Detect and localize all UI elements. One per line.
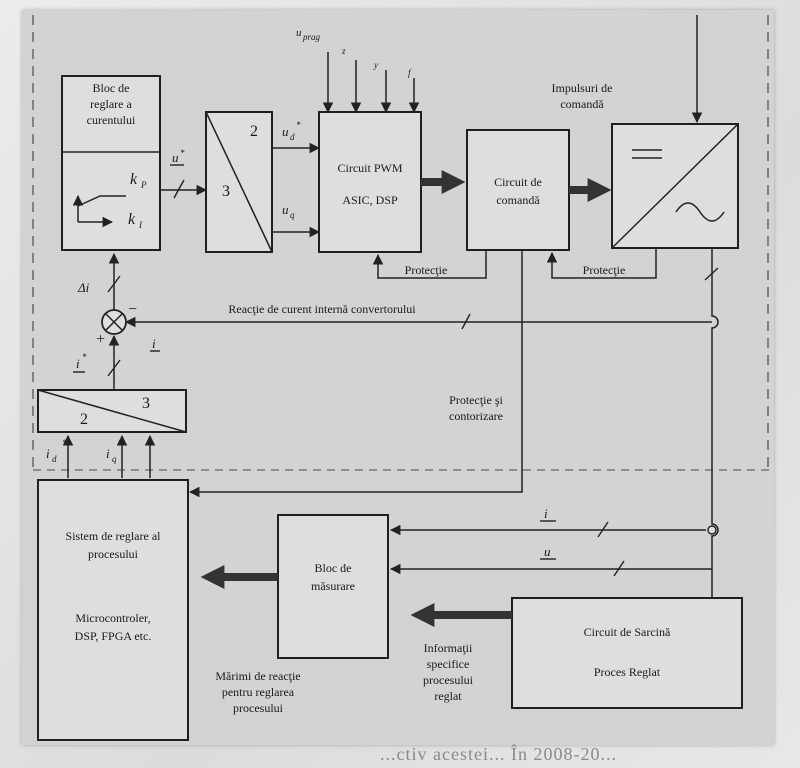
i-star-superscript: * — [82, 352, 87, 362]
feedback-bus-tick — [461, 313, 471, 330]
protection-contour-label-1: Protecţie şi — [449, 393, 503, 407]
id-superscript: * — [62, 438, 67, 448]
delta-i-symbol: Δi — [77, 280, 90, 295]
measured-voltage-bus-tick — [613, 560, 625, 577]
pwm-input-1-subscript: prag — [302, 32, 321, 42]
measured-u-symbol: u — [544, 544, 551, 559]
power-converter-block — [611, 123, 739, 249]
pwm-circuit-block: Circuit PWM ASIC, DSP — [318, 111, 422, 253]
ud-subscript: d — [290, 132, 295, 142]
process-info-label-1: Informaţii — [424, 641, 473, 655]
transform-2-to-3-block: 2 3 — [37, 389, 187, 433]
feedback-label: Reacţie de curent internă convertorului — [228, 302, 416, 316]
converter-output-line — [711, 248, 719, 598]
measured-i-symbol: i — [544, 506, 548, 521]
process-feedback-label-2: pentru reglarea — [222, 685, 295, 699]
pwm-input-3-symbol: y — [373, 60, 378, 70]
output-bus-tick — [704, 267, 719, 281]
pwm-line-2: ASIC, DSP — [342, 193, 398, 207]
gain-kp-symbol: k — [130, 171, 138, 188]
process-info-label-3: procesului — [423, 673, 474, 687]
id-symbol: i — [46, 446, 50, 461]
summing-junction — [101, 309, 127, 335]
pwm-input-1-symbol: u — [296, 27, 302, 39]
i-feedback-symbol: i — [152, 336, 156, 351]
protection-to-command-line — [546, 248, 657, 279]
transform-top-label-a: 2 — [250, 123, 258, 140]
gain-ki-subscript: I — [138, 220, 143, 230]
process-system-line-1: Sistem de reglare al — [66, 529, 162, 543]
iq-superscript: * — [118, 438, 123, 448]
iq-symbol: i — [106, 446, 110, 461]
ud-superscript: * — [296, 120, 301, 130]
iq-subscript: q — [112, 454, 117, 464]
protection-to-pwm-line — [372, 250, 487, 279]
process-info-label-2: specifice — [427, 657, 470, 671]
plus-sign: + — [96, 331, 105, 348]
u-star-superscript: * — [180, 148, 185, 158]
page-caption-fragment: ...ctiv acestei... În 2008-20... — [380, 744, 617, 764]
gain-kp-subscript: P — [140, 180, 147, 190]
process-feedback-label-1: Mărimi de reacţie — [215, 669, 300, 683]
gain-ki-symbol: k — [128, 211, 136, 228]
u-star-bus-tick — [173, 179, 185, 199]
ud-symbol: u — [282, 124, 289, 139]
pwm-input-2-symbol: z — [341, 46, 346, 56]
pulses-label-2: comandă — [560, 97, 604, 111]
id-subscript: d — [52, 454, 57, 464]
transform-bottom-label-b: 3 — [142, 395, 150, 412]
protection-contour-label-2: contorizare — [449, 409, 503, 423]
command-circuit-block: Circuit de comandă — [466, 129, 570, 251]
measured-current-bus-tick — [597, 521, 609, 538]
current-controller-block: Bloc de reglare a curentului k P k I — [61, 75, 161, 251]
measure-line-2: măsurare — [311, 579, 355, 593]
uq-subscript: q — [290, 210, 295, 220]
current-tap-node — [707, 525, 717, 535]
error-bus-tick — [107, 275, 121, 293]
process-system-line-2: procesului — [88, 547, 139, 561]
process-control-system-block: Sistem de reglare al procesului Microcon… — [37, 479, 189, 741]
pwm-input-4-symbol: f — [408, 68, 412, 78]
current-controller-line-2: reglare a — [90, 97, 132, 111]
minus-sign: − — [128, 301, 137, 318]
command-line-1: Circuit de — [494, 175, 542, 189]
process-feedback-label-3: procesului — [233, 701, 284, 715]
transform-bottom-label-a: 2 — [80, 411, 88, 428]
u-star-symbol: u — [172, 150, 179, 165]
load-circuit-block: Circuit de Sarcină Proces Reglat — [511, 597, 743, 709]
transform-3-to-2-block: 2 3 — [205, 111, 273, 253]
i-star-symbol: i — [76, 356, 80, 371]
measure-line-1: Bloc de — [315, 561, 352, 575]
current-controller-line-1: Bloc de — [93, 81, 130, 95]
process-system-line-4: DSP, FPGA etc. — [75, 629, 152, 643]
protection-conv-label: Protecţie — [583, 263, 626, 277]
ac-sine-symbol — [675, 202, 725, 222]
load-line-2: Proces Reglat — [594, 665, 661, 679]
gain-curve — [77, 195, 126, 207]
current-controller-line-3: curentului — [87, 113, 136, 127]
protection-pwm-label: Protecţie — [405, 263, 448, 277]
pulses-label-1: Impulsuri de — [552, 81, 613, 95]
pwm-line-1: Circuit PWM — [338, 161, 403, 175]
uq-symbol: u — [282, 202, 289, 217]
load-line-1: Circuit de Sarcină — [584, 625, 671, 639]
process-system-line-3: Microcontroler, — [75, 611, 150, 625]
command-line-2: comandă — [496, 193, 540, 207]
protection-contour-line — [188, 250, 523, 498]
measurement-block: Bloc de măsurare — [277, 514, 389, 659]
reference-bus-tick — [107, 359, 121, 377]
transform-top-label-b: 3 — [222, 183, 230, 200]
process-info-label-4: reglat — [434, 689, 462, 703]
